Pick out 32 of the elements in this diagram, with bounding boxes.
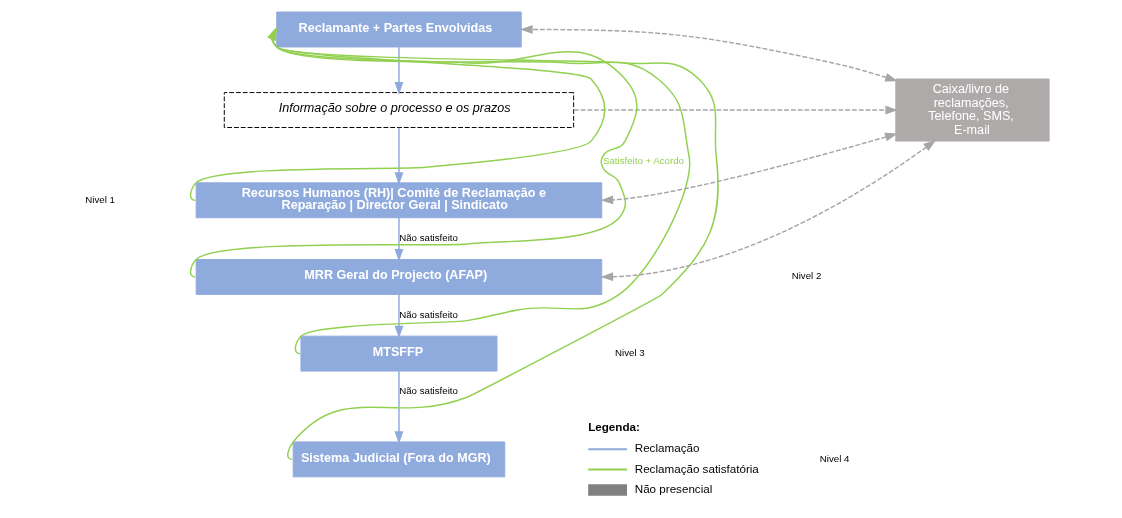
edge-label: Satisfeito + Acordo — [602, 155, 684, 167]
node-box: Caixa/livro de reclamações, Telefone, SMS, E-mail — [894, 78, 1050, 142]
arrow — [394, 46, 403, 95]
arrow — [394, 126, 403, 185]
arrow — [394, 217, 403, 262]
arrow — [519, 25, 898, 82]
arrow — [394, 293, 403, 339]
arrow — [572, 105, 898, 115]
node-box: MTSFFP — [299, 335, 497, 372]
label: Legenda: — [587, 419, 640, 433]
node-box: Sistema Judicial (Fora do MGR) — [292, 441, 505, 478]
arrow — [267, 27, 719, 461]
label: Nivel 4 — [819, 452, 849, 464]
legend-label: Reclamação satisfatória — [634, 461, 759, 475]
arrow — [189, 27, 605, 201]
edge-label: Não satisfeito — [398, 385, 458, 397]
node-box: Recursos Humanos (RH)| Comité de Reclamação e Reparação | Director Geral | Sindicato — [195, 182, 602, 219]
arrow — [267, 27, 690, 355]
arrow — [189, 27, 638, 278]
label: Nivel 1 — [84, 193, 115, 205]
node-box: Reclamante + Partes Envolvidas — [275, 11, 522, 48]
edge-label: Não satisfeito — [398, 308, 458, 320]
label: Nivel 3 — [614, 347, 645, 359]
arrow — [600, 132, 898, 205]
legend-label: Reclamação — [634, 441, 699, 455]
edge-label: Não satisfeito — [398, 232, 458, 244]
arrow — [394, 370, 403, 444]
legend-label: Não presencial — [634, 481, 712, 495]
arrow — [600, 139, 936, 282]
node-box: Informação sobre o processo e os prazos — [223, 92, 574, 128]
node-box: MRR Geral do Projecto (AFAP) — [195, 259, 602, 295]
label: Nivel 2 — [791, 270, 821, 282]
